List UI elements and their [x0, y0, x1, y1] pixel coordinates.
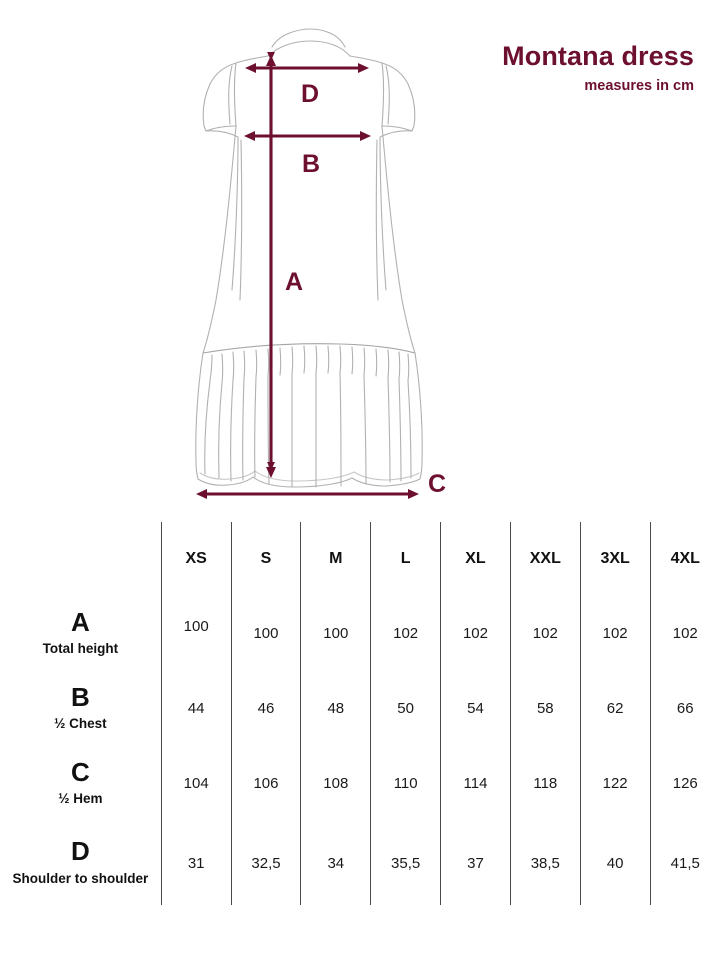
header-corner-cell	[0, 522, 161, 596]
dress-illustration: D B A C	[0, 0, 480, 520]
row-desc-b: ½ Chest	[54, 716, 107, 732]
row-label-d: D Shoulder to shoulder	[0, 821, 161, 905]
cell-c-s: 106	[230, 746, 301, 821]
measure-arrow-c-head-left	[196, 489, 207, 499]
cell-d-xl: 37	[440, 821, 511, 905]
cell-c-xxl: 118	[509, 746, 581, 821]
collar-inner	[267, 40, 351, 57]
cell-a-xl: 102	[440, 596, 511, 671]
size-header-l: L	[370, 522, 441, 596]
cell-d-4xl: 41,5	[649, 821, 720, 905]
cell-a-s: 100	[230, 596, 301, 671]
measure-label-d: D	[301, 80, 320, 108]
cell-a-m: 100	[300, 596, 371, 671]
table-row-c: C ½ Hem 104 106 108 110 114 118 122 126	[0, 746, 720, 821]
size-header-3xl: 3XL	[579, 522, 651, 596]
row-desc-d: Shoulder to shoulder	[12, 870, 149, 886]
cell-c-m: 108	[300, 746, 371, 821]
row-label-c: C ½ Hem	[0, 746, 161, 821]
cell-b-s: 46	[230, 671, 301, 746]
cell-d-s: 32,5	[230, 821, 301, 905]
cell-c-xs: 104	[160, 746, 232, 821]
dress-flat-sketch-svg	[195, 28, 423, 499]
title-block: Montana dress measures in cm	[502, 42, 694, 95]
cell-c-l: 110	[370, 746, 441, 821]
table-header-row: XS S M L XL XXL 3XL 4XL	[0, 522, 720, 596]
size-header-s: S	[230, 522, 301, 596]
measure-label-a: A	[285, 268, 304, 296]
row-desc-a: Total height	[42, 641, 119, 657]
cell-a-l: 102	[370, 596, 441, 671]
row-label-b: B ½ Chest	[0, 671, 161, 746]
row-letter-b: B	[70, 681, 90, 712]
cell-d-3xl: 40	[579, 821, 651, 905]
cell-a-xs: 100	[160, 596, 232, 671]
cell-d-l: 35,5	[370, 821, 441, 905]
table-row-a: A Total height 100 100 100 102 102 102 1…	[0, 596, 720, 671]
measure-arrow-b-head-right	[360, 131, 371, 141]
cell-c-xl: 114	[440, 746, 511, 821]
cell-d-xxl: 38,5	[509, 821, 581, 905]
collar-icon	[271, 28, 346, 48]
measure-arrow-d-head-left	[245, 63, 256, 73]
size-header-xxl: XXL	[509, 522, 581, 596]
cell-d-m: 34	[300, 821, 371, 905]
measure-arrow-d-head-right	[358, 63, 369, 73]
cell-c-4xl: 126	[649, 746, 720, 821]
row-desc-c: ½ Hem	[58, 791, 103, 807]
measure-arrow-a-head-top	[266, 55, 276, 66]
cell-a-3xl: 102	[579, 596, 651, 671]
cell-c-3xl: 122	[579, 746, 651, 821]
page-subtitle: measures in cm	[584, 78, 694, 95]
row-letter-d: D	[70, 836, 90, 867]
table-row-d: D Shoulder to shoulder 31 32,5 34 35,5 3…	[0, 821, 720, 905]
cell-b-3xl: 62	[579, 671, 651, 746]
cell-b-l: 50	[370, 671, 441, 746]
cell-a-4xl: 102	[649, 596, 720, 671]
size-header-m: M	[300, 522, 371, 596]
size-header-xl: XL	[440, 522, 511, 596]
measure-arrow-a-head-bottom	[266, 467, 276, 478]
row-label-a: A Total height	[0, 596, 161, 671]
cell-a-xxl: 102	[509, 596, 581, 671]
row-letter-a: A	[70, 606, 90, 637]
size-header-xs: XS	[160, 522, 232, 596]
cell-b-xxl: 58	[509, 671, 581, 746]
measure-label-c: C	[428, 470, 447, 498]
measure-arrow-b-head-left	[244, 131, 255, 141]
cell-b-4xl: 66	[649, 671, 720, 746]
measure-label-b: B	[302, 150, 321, 178]
table-row-b: B ½ Chest 44 46 48 50 54 58 62 66	[0, 671, 720, 746]
cell-b-xl: 54	[440, 671, 511, 746]
size-header-4xl: 4XL	[649, 522, 720, 596]
cell-d-xs: 31	[160, 821, 232, 905]
page-title: Montana dress	[502, 41, 694, 71]
size-table: XS S M L XL XXL 3XL 4XL A Total height 1…	[0, 522, 720, 905]
row-letter-c: C	[70, 756, 90, 787]
measure-arrow-c-head-right	[408, 489, 419, 499]
cell-b-m: 48	[300, 671, 371, 746]
cell-b-xs: 44	[160, 671, 232, 746]
